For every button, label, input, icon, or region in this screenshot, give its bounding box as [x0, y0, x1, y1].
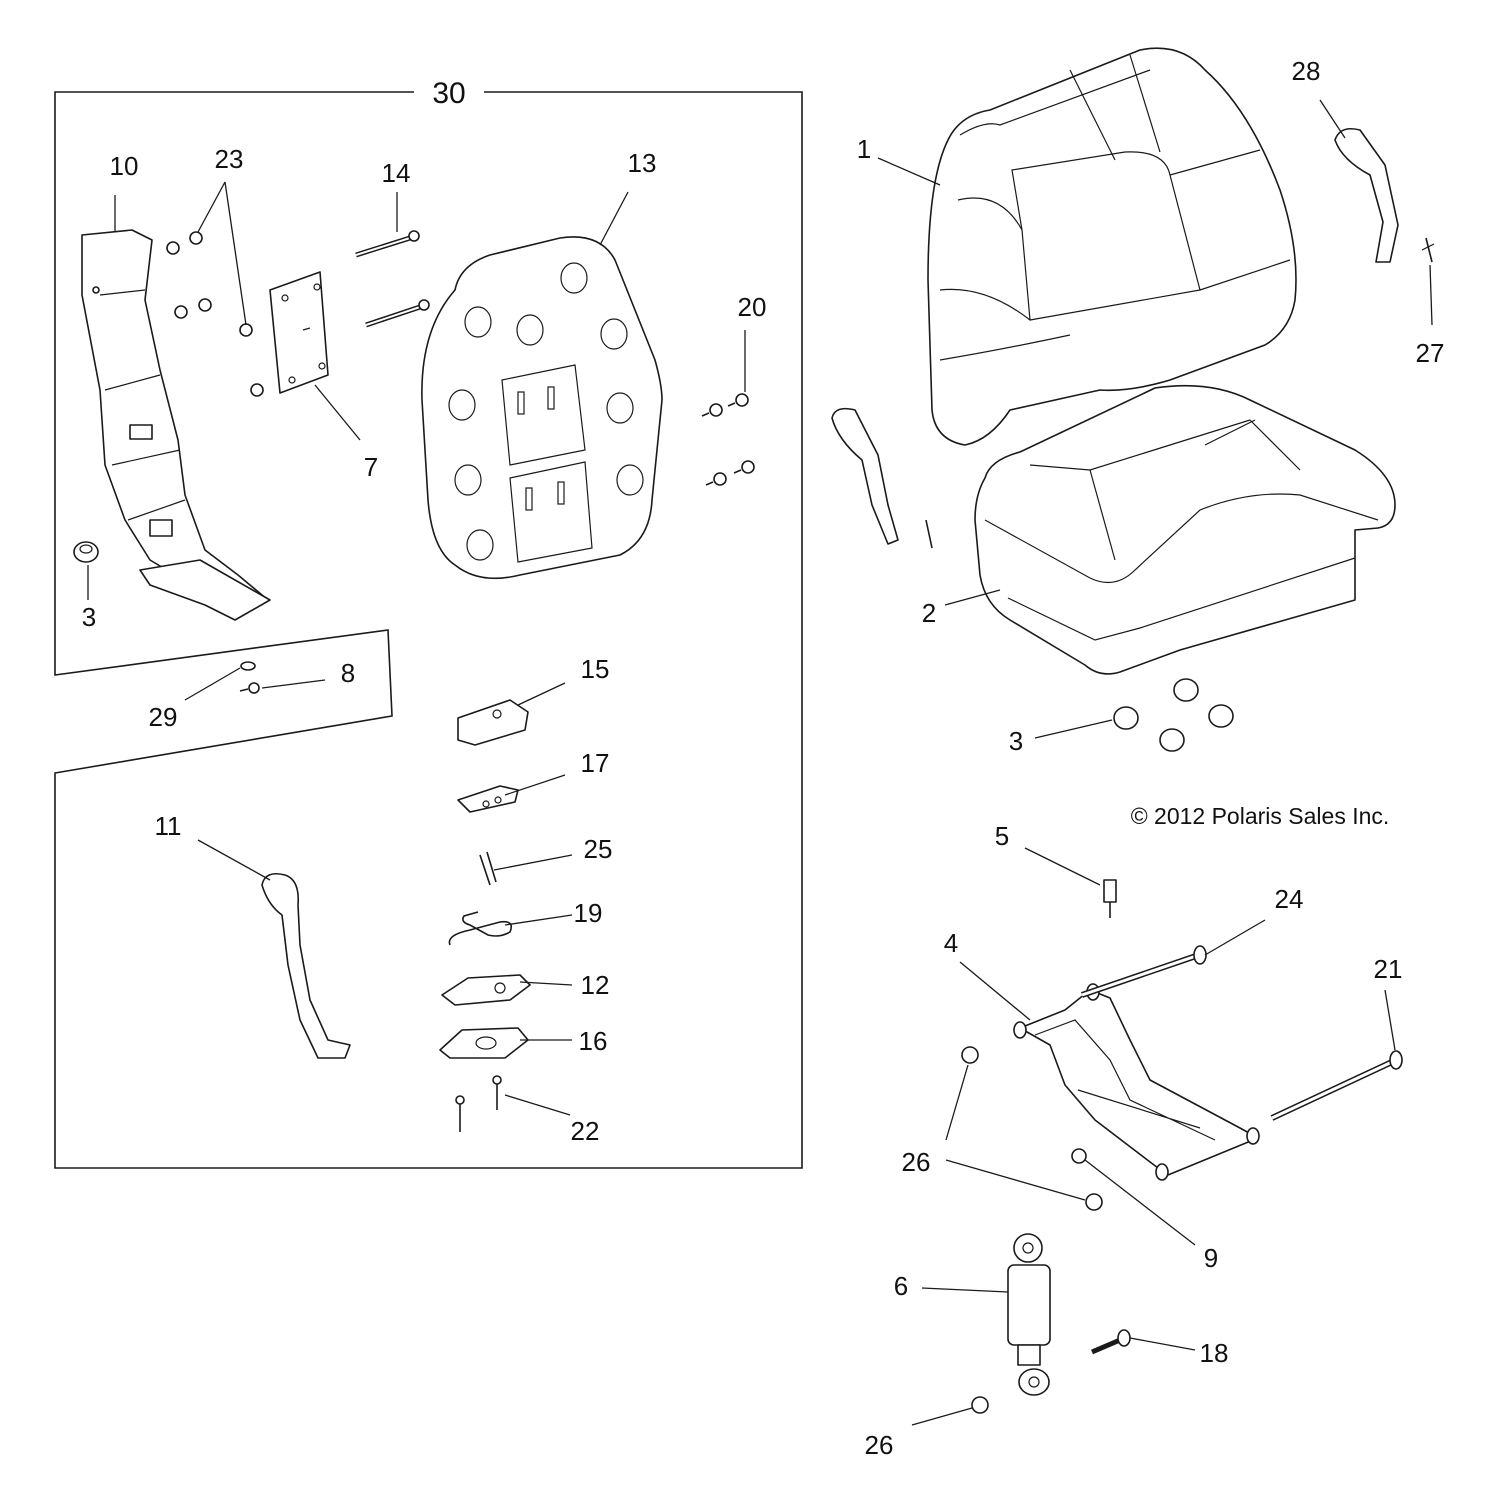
part-17-latch	[457, 785, 519, 813]
part-8-screw	[239, 682, 260, 694]
part-6-shock	[1007, 1233, 1051, 1396]
callout-3-left: 3	[82, 602, 96, 632]
callout-25: 25	[584, 834, 613, 864]
callout-18: 18	[1200, 1338, 1229, 1368]
part-18-bolt	[1091, 1329, 1131, 1355]
part-3-bushings-right	[1113, 678, 1234, 752]
part-13-seat-pan	[421, 236, 663, 580]
callout-5: 5	[995, 821, 1009, 851]
part-20-screws	[701, 393, 755, 486]
callout-8: 8	[341, 658, 355, 688]
callout-16: 16	[579, 1026, 608, 1056]
callout-24: 24	[1275, 884, 1304, 914]
copyright-text: © 2012 Polaris Sales Inc.	[1131, 803, 1390, 829]
callout-14: 14	[382, 158, 411, 188]
callout-10: 10	[110, 151, 139, 181]
part-15-block	[457, 699, 529, 746]
callout-9: 9	[1204, 1243, 1218, 1273]
callout-15: 15	[581, 654, 610, 684]
part-9-nut	[1071, 1148, 1087, 1164]
callout-26-bottom: 26	[865, 1430, 894, 1460]
part-3-bushing-left	[73, 541, 99, 563]
leader-lines	[87, 99, 1433, 1426]
part-7-plate	[269, 271, 329, 394]
part-29-washer	[240, 661, 256, 671]
part-5-pin	[1103, 879, 1117, 918]
part-28-strap	[1334, 127, 1399, 263]
part-21-bolt	[1270, 1050, 1403, 1121]
callout-26-top: 26	[902, 1147, 931, 1177]
part-26-nut-bottom	[971, 1396, 989, 1414]
callout-2: 2	[922, 598, 936, 628]
callout-4: 4	[944, 928, 958, 958]
callout-19: 19	[574, 898, 603, 928]
callout-11: 11	[155, 811, 182, 841]
callout-3-right: 3	[1009, 726, 1023, 756]
callout-12: 12	[581, 970, 610, 1000]
callout-17: 17	[581, 748, 610, 778]
part-26-nut-top	[961, 1046, 1103, 1211]
part-24-bolt	[1081, 945, 1207, 998]
callout-23: 23	[215, 144, 244, 174]
part-25-pin	[479, 851, 497, 886]
part-2-seat-bottom	[974, 384, 1396, 675]
callout-1: 1	[857, 134, 871, 164]
part-10-bracket	[81, 229, 271, 621]
kit-30-frame	[54, 91, 803, 1169]
callout-22: 22	[571, 1116, 600, 1146]
part-22-screws	[455, 1075, 502, 1132]
part-19-clip	[448, 911, 513, 946]
callout-28: 28	[1292, 56, 1321, 86]
part-14-bolts	[355, 230, 430, 328]
callout-27: 27	[1416, 338, 1445, 368]
part-11-strap	[261, 872, 351, 1059]
part-23-nuts	[166, 231, 264, 397]
kit-label-30: 30	[432, 77, 465, 110]
callout-7: 7	[364, 452, 378, 482]
callout-6: 6	[894, 1271, 908, 1301]
part-4-seat-frame	[1013, 983, 1260, 1181]
part-16-base	[439, 1027, 529, 1059]
part-1-seat-back	[927, 47, 1297, 446]
callout-13: 13	[628, 148, 657, 178]
callout-labels: 10 23 14 13 20 7 3 8 29 11 15 17 25 19 1…	[82, 56, 1445, 1460]
part-seat-strap-left	[831, 407, 933, 549]
callout-29: 29	[149, 702, 178, 732]
callout-21: 21	[1374, 954, 1403, 984]
callout-20: 20	[738, 292, 767, 322]
part-27-pin	[1421, 237, 1435, 263]
part-12-plate	[441, 974, 531, 1006]
